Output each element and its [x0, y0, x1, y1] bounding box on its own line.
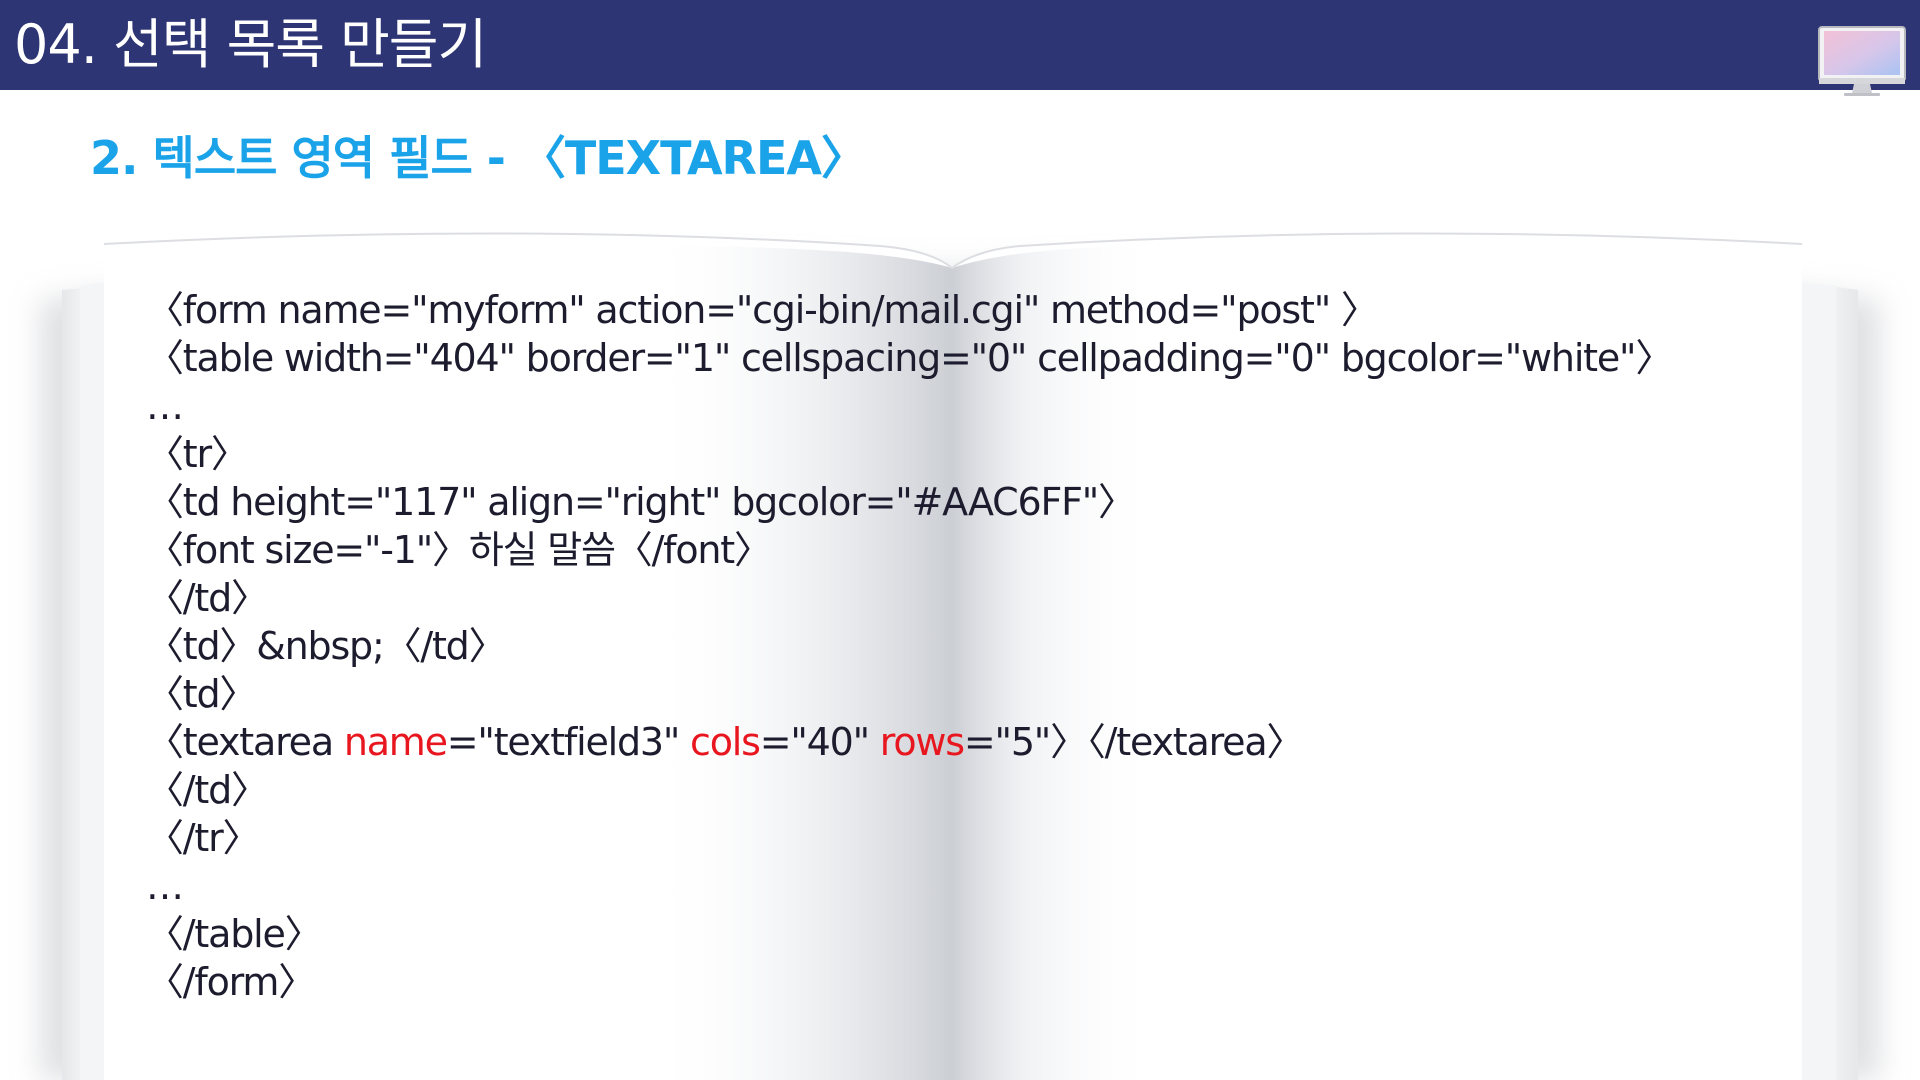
code-line: 〈td〉 [146, 672, 257, 716]
code-line: 〈/table〉 [146, 912, 323, 956]
code-text: ="40" [759, 720, 880, 764]
highlighted-attribute: rows [879, 720, 965, 764]
code-line: 〈form name="myform" action="cgi-bin/mail… [146, 288, 1379, 332]
highlighted-attribute: name [343, 720, 448, 764]
code-listing: 〈form name="myform" action="cgi-bin/mail… [146, 286, 1746, 1006]
highlighted-attribute: cols [690, 720, 761, 764]
code-line: … [146, 864, 184, 908]
code-line: 〈font size="-1"〉하실 말씀〈/font〉 [146, 528, 772, 572]
code-line: 〈table width="404" border="1" cellspacin… [146, 336, 1673, 380]
header-bar: 04. 선택 목록 만들기 [0, 0, 1920, 90]
code-line: 〈/form〉 [146, 960, 316, 1004]
page-title: 04. 선택 목록 만들기 [14, 13, 487, 76]
code-line: 〈/td〉 [146, 768, 269, 812]
code-text: 〈textarea [146, 720, 344, 764]
code-line: … [146, 384, 184, 428]
monitor-icon [1818, 26, 1906, 96]
code-text: ="textfield3" [446, 720, 691, 764]
code-line: 〈/td〉 [146, 576, 269, 620]
code-text: ="5"〉〈/textarea〉 [963, 720, 1305, 764]
section-title: 2. 텍스트 영역 필드 - 〈TEXTAREA〉 [90, 131, 867, 185]
code-line-textarea: 〈textarea name="textfield3" cols="40" ro… [146, 718, 1746, 766]
code-line: 〈td height="117" align="right" bgcolor="… [146, 480, 1136, 524]
code-line: 〈tr〉 [146, 432, 249, 476]
code-line: 〈/tr〉 [146, 816, 261, 860]
code-line: 〈td〉&nbsp;〈/td〉 [146, 624, 507, 668]
